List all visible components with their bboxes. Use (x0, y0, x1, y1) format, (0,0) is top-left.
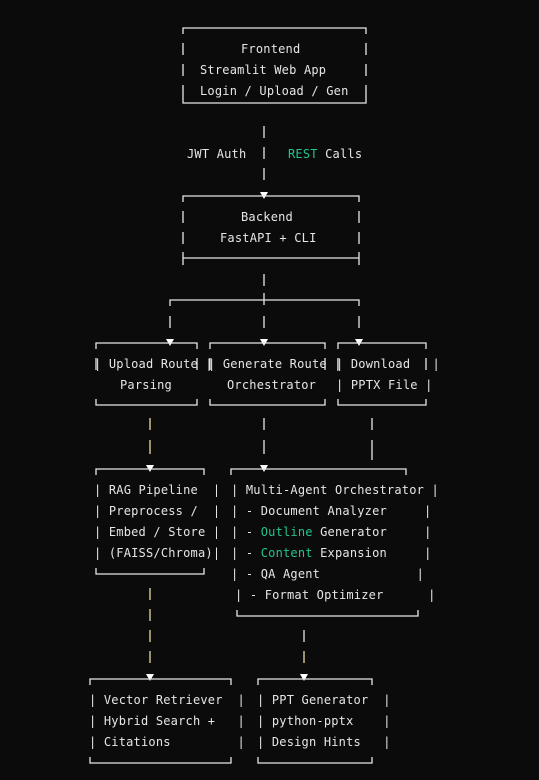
multi-agent-item5: | - Format Optimizer | (235, 588, 436, 602)
rag-line2: | Preprocess / | (94, 504, 221, 518)
vector-retriever-box (89, 678, 232, 764)
routes-lower-connectors (146, 418, 373, 472)
rest-calls-label: REST Calls (288, 147, 362, 161)
frontend-backend-connector (260, 126, 268, 199)
backend-box (182, 195, 360, 265)
vector-line2: | Hybrid Search + | (89, 714, 245, 728)
rest-rest: Calls (317, 147, 363, 161)
rest-highlight: REST (288, 147, 318, 161)
backend-line1: FastAPI + CLI (220, 231, 317, 245)
jwt-auth-label: JWT Auth (187, 147, 247, 161)
download-box (337, 342, 427, 406)
backend-routes-connector (166, 274, 363, 346)
backend-title: Backend (241, 210, 293, 224)
upload-route-line2: Parsing (120, 378, 172, 392)
download-line2: | PPTX File | (336, 378, 433, 392)
download-line1: | Download | (336, 357, 440, 371)
vector-line3: | Citations | (89, 735, 245, 749)
ppt-line3: | Design Hints | (257, 735, 391, 749)
frontend-line2: Login / Upload / Gen (200, 84, 349, 98)
generate-route-line1: | Generate Route | (208, 357, 342, 371)
multi-agent-item2: | - Outline Generator | (231, 525, 432, 539)
ppt-generator-box (257, 678, 373, 764)
rag-line4: | (FAISS/Chroma)| (94, 546, 221, 560)
rag-pipeline-box (95, 468, 205, 575)
ppt-line2: | python-pptx | (257, 714, 391, 728)
ppt-line1: | PPT Generator | (257, 693, 391, 707)
upload-route-box (95, 342, 198, 406)
bottom-connectors (146, 588, 308, 681)
frontend-box (182, 27, 367, 104)
multi-agent-item3: | - Content Expansion | (231, 546, 432, 560)
multi-agent-item4: | - QA Agent | (231, 567, 425, 581)
multi-agent-box (230, 468, 419, 617)
rag-line1: | RAG Pipeline | (94, 483, 221, 497)
multi-agent-item1: | - Document Analyzer | (231, 504, 432, 518)
generate-route-box (209, 342, 326, 406)
vector-line1: | Vector Retriever | (89, 693, 245, 707)
multi-agent-title: | Multi-Agent Orchestrator | (231, 483, 439, 497)
upload-route-line1: | Upload Route | (94, 357, 213, 371)
frontend-line1: Streamlit Web App (200, 63, 327, 77)
generate-route-line2: Orchestrator (227, 378, 317, 392)
frontend-title: Frontend (241, 42, 301, 56)
rag-line3: | Embed / Store | (94, 525, 221, 539)
